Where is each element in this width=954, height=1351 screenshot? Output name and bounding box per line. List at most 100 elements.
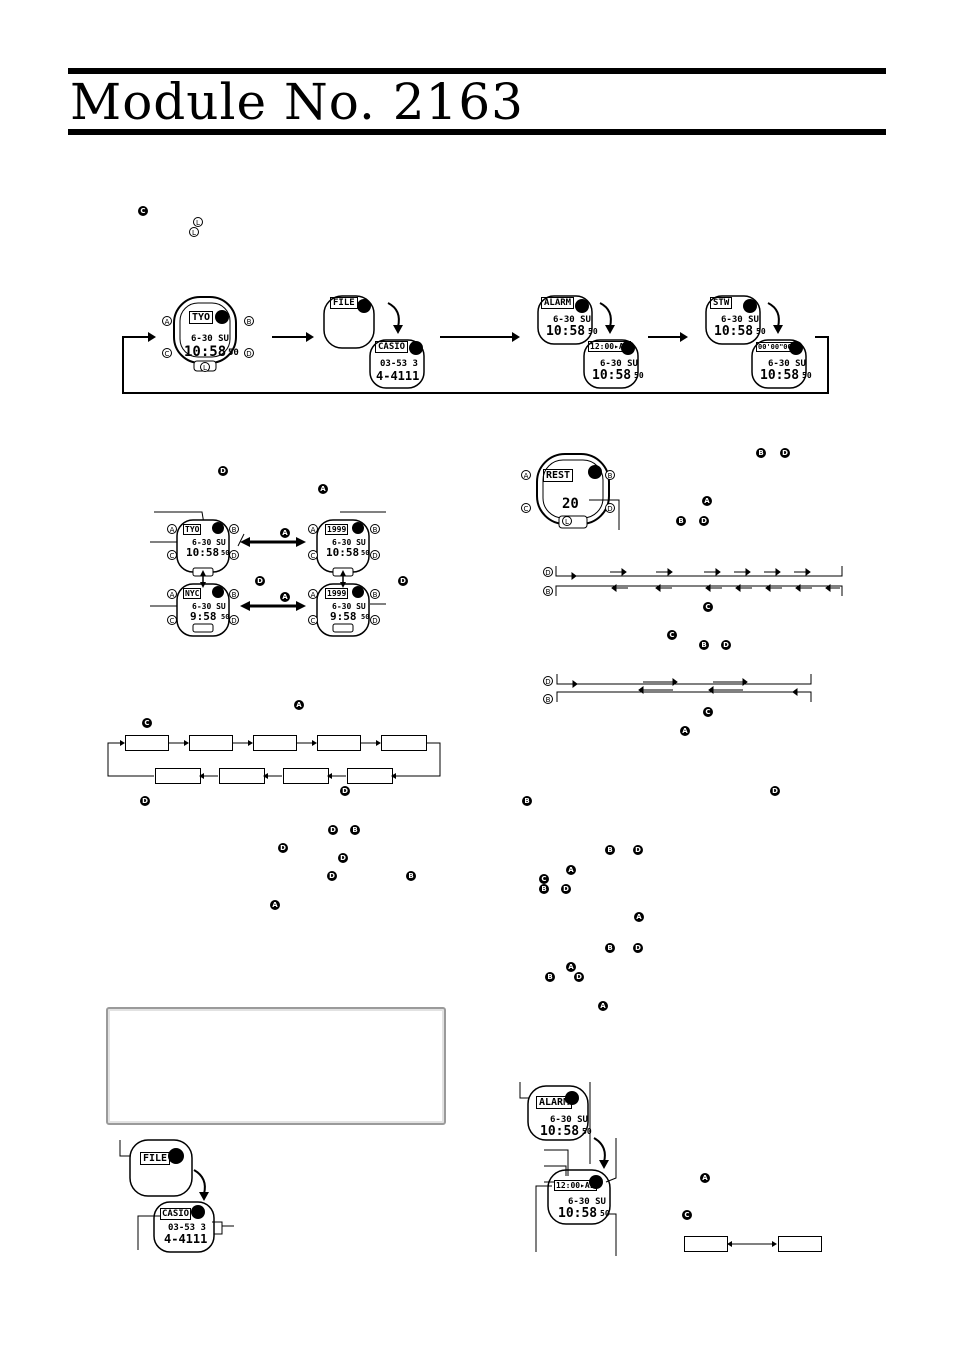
stw-elapsed: 00'00"00 <box>756 342 794 352</box>
rest-value: 20 <box>562 496 579 512</box>
button-a-icon: A <box>318 484 328 494</box>
wt-city: TYO <box>183 524 202 535</box>
wt-seconds: 50 <box>361 613 370 621</box>
toggle-box <box>778 1236 822 1252</box>
button-d-icon: D <box>574 972 584 982</box>
button-c-icon: C <box>142 718 152 728</box>
button-b-icon: B <box>605 943 615 953</box>
button-b-icon: B <box>543 694 553 704</box>
stopwatch-label: STW <box>710 297 733 309</box>
file-name: CASIO <box>160 1208 192 1220</box>
alarm-seconds-2: 50 <box>634 371 644 380</box>
file-label: FILE <box>330 297 358 309</box>
stw-seconds: 50 <box>756 327 766 336</box>
file-label: FILE <box>140 1152 171 1165</box>
alarm-time-2: 10:58 <box>592 368 632 383</box>
button-a-icon: A <box>700 1173 710 1183</box>
button-b-icon: B <box>370 524 380 534</box>
number-display-2: 4-4111 <box>376 369 420 383</box>
button-b-icon: B <box>676 516 686 526</box>
top-rule <box>68 68 886 74</box>
button-d-icon: D <box>338 853 348 863</box>
stw-time-2: 10:58 <box>760 368 800 383</box>
button-d-icon: D <box>633 845 643 855</box>
alarm-date: 6-30 SU <box>553 315 591 325</box>
button-c-icon: C <box>682 1210 692 1220</box>
alarm-date: 6-30 SU <box>550 1115 588 1125</box>
alarm-date-2: 6-30 SU <box>568 1197 606 1207</box>
wt-seconds: 50 <box>221 549 230 557</box>
alarm-seconds-2: 50 <box>600 1209 610 1218</box>
button-d-icon: D <box>561 884 571 894</box>
date-display: 6-30 SU <box>191 334 229 344</box>
button-a-icon: A <box>270 900 280 910</box>
alarm-time: 10:58 <box>540 1124 580 1139</box>
button-a-icon: A <box>167 524 177 534</box>
button-d-icon: D <box>370 550 380 560</box>
note-box <box>106 1007 446 1125</box>
wt-date: 6-30 SU <box>332 602 366 611</box>
wt-time: 9:58 <box>190 610 217 623</box>
button-b-icon: B <box>539 884 549 894</box>
button-c-icon: C <box>308 550 318 560</box>
button-b-icon: B <box>406 871 416 881</box>
wt-date: 6-30 SU <box>192 602 226 611</box>
button-d-icon: D <box>328 825 338 835</box>
alarm-time: 10:58 <box>546 324 586 339</box>
button-c-icon: C <box>703 707 713 717</box>
wt-year: 1999 <box>325 588 349 599</box>
alarm-time-2: 10:58 <box>558 1206 598 1221</box>
button-d-icon: D <box>605 503 615 513</box>
alarm-setting: 12:00▸AL <box>554 1180 597 1191</box>
button-a-icon: A <box>308 524 318 534</box>
button-c-icon: C <box>138 206 148 216</box>
button-b-icon: B <box>605 845 615 855</box>
button-b-icon: B <box>605 470 615 480</box>
button-c-icon: C <box>167 550 177 560</box>
button-d-icon: D <box>327 871 337 881</box>
stw-date: 6-30 SU <box>721 315 759 325</box>
button-a-icon: A <box>294 700 304 710</box>
button-b-icon: B <box>229 589 239 599</box>
wt-date: 6-30 SU <box>332 538 366 547</box>
button-c-icon: C <box>167 615 177 625</box>
button-l-icon: L <box>562 516 572 526</box>
file-number: 03-53 3 <box>168 1223 206 1233</box>
button-b-icon: B <box>522 796 532 806</box>
button-d-icon: D <box>140 796 150 806</box>
number-display: 03-53 3 <box>380 359 418 369</box>
button-a-icon: A <box>280 528 290 538</box>
button-a-icon: A <box>702 496 712 506</box>
wt-time: 10:58 <box>326 546 360 559</box>
alarm-label: ALARM <box>536 1096 573 1109</box>
mode-cycle-lines <box>122 302 829 394</box>
wt-time: 9:58 <box>330 610 357 623</box>
stw-date-2: 6-30 SU <box>768 359 806 369</box>
button-b-icon: B <box>244 316 254 326</box>
button-b-icon: B <box>370 589 380 599</box>
file-number-2: 4-4111 <box>164 1232 208 1246</box>
button-a-icon: A <box>308 589 318 599</box>
wt-city: NYC <box>183 588 202 599</box>
wt-date: 6-30 SU <box>192 538 226 547</box>
alarm-setting: 12:00▸AL <box>588 341 631 352</box>
button-c-icon: C <box>308 615 318 625</box>
alarm-seconds: 50 <box>582 1127 592 1136</box>
wt-seconds: 50 <box>361 549 370 557</box>
button-d-icon: D <box>780 448 790 458</box>
button-c-icon: C <box>703 602 713 612</box>
button-d-icon: D <box>229 550 239 560</box>
button-a-icon: A <box>521 470 531 480</box>
city-code: TYO <box>189 311 214 324</box>
button-a-icon: A <box>598 1001 608 1011</box>
button-b-icon: B <box>545 972 555 982</box>
button-a-icon: A <box>280 592 290 602</box>
button-d-icon: D <box>398 576 408 586</box>
button-l-icon: L <box>189 227 199 237</box>
button-b-icon: B <box>756 448 766 458</box>
seconds-display: 50 <box>228 348 239 358</box>
button-a-icon: A <box>634 912 644 922</box>
button-a-icon: A <box>566 962 576 972</box>
page-title: Module No. 2163 <box>70 73 524 131</box>
button-d-icon: D <box>699 516 709 526</box>
